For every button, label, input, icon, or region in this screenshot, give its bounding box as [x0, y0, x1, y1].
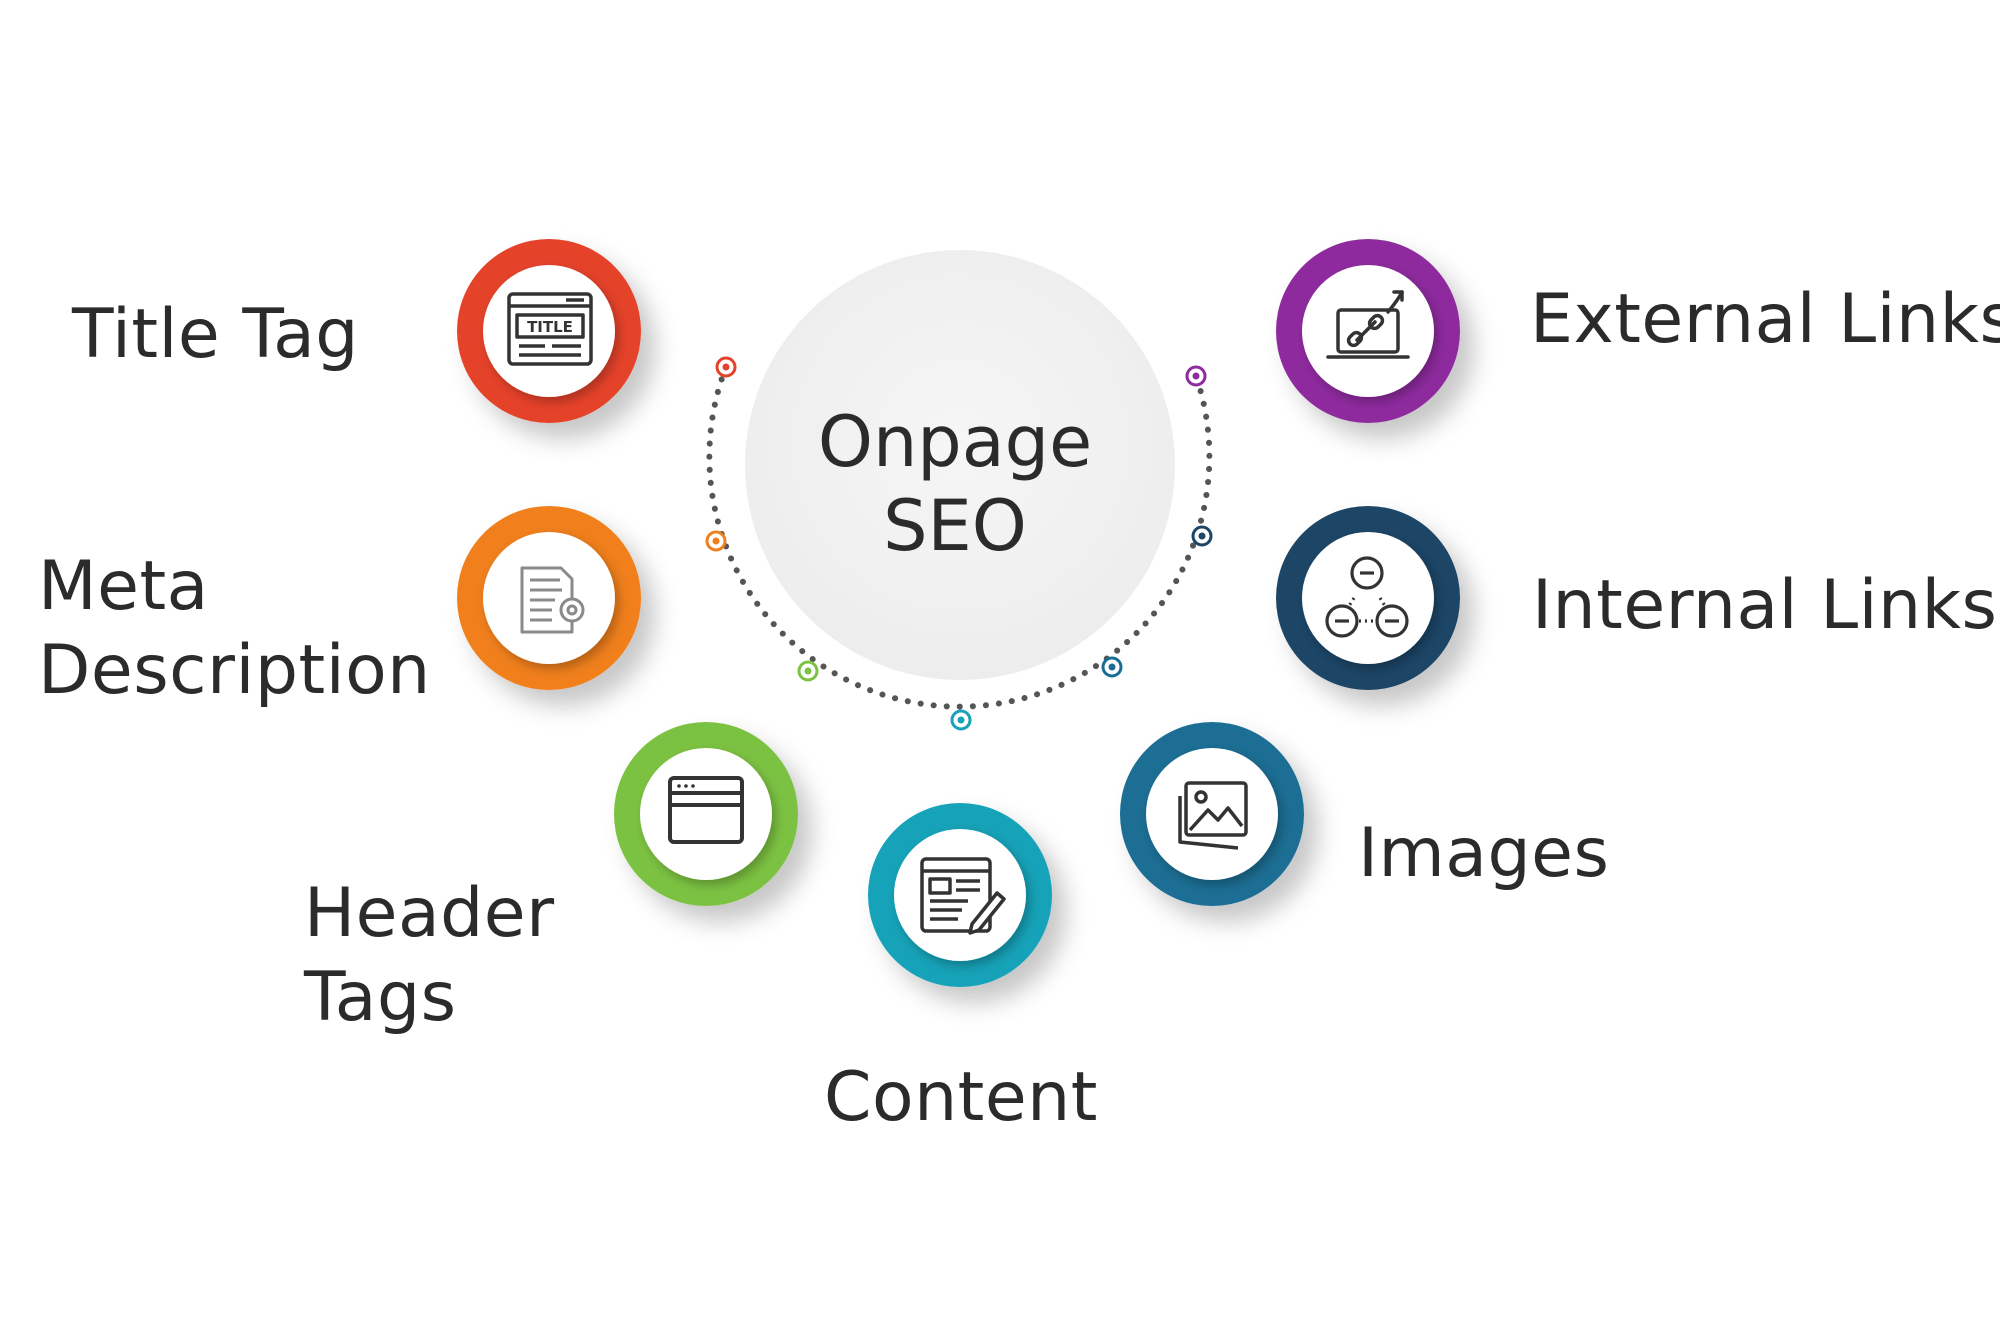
title-tag-icon: TITLE — [507, 292, 593, 366]
center-title-line2: SEO — [883, 485, 1027, 567]
title-tag-icon-text: TITLE — [527, 318, 573, 336]
marker-content — [950, 709, 972, 731]
images-icon — [1178, 781, 1248, 850]
marker-images — [1101, 656, 1123, 678]
label-images-text: Images — [1358, 814, 1610, 893]
label-external-links-text: External Links — [1530, 280, 2000, 359]
node-internal-links — [1276, 506, 1460, 690]
node-external-links — [1276, 239, 1460, 423]
marker-internal-links — [1191, 525, 1213, 547]
link-network-icon — [1325, 556, 1409, 638]
article-edit-icon — [920, 857, 1006, 935]
node-meta-description — [457, 506, 641, 690]
marker-title-tag — [715, 356, 737, 378]
marker-meta-description — [705, 530, 727, 552]
label-header-tags-line2: Tags — [304, 958, 457, 1037]
document-settings-icon — [520, 566, 585, 634]
browser-window-icon — [668, 776, 744, 844]
node-header-tags — [614, 722, 798, 906]
label-title-tag: Title Tag — [72, 293, 359, 377]
label-header-tags-line1: Header — [304, 874, 555, 953]
label-external-links: External Links — [1530, 278, 2000, 362]
node-content — [868, 803, 1052, 987]
marker-external-links — [1185, 365, 1207, 387]
center-title: Onpage SEO — [745, 400, 1165, 568]
label-meta-description-line1: Meta — [38, 547, 209, 626]
center-title-line1: Onpage — [817, 401, 1093, 483]
label-content-text: Content — [824, 1058, 1098, 1137]
label-meta-description-line2: Description — [38, 631, 431, 710]
label-meta-description: Meta Description — [38, 545, 431, 713]
label-title-tag-text: Title Tag — [72, 295, 359, 374]
label-internal-links: Internal Links — [1532, 564, 1997, 648]
node-images — [1120, 722, 1304, 906]
label-internal-links-text: Internal Links — [1532, 566, 1998, 645]
laptop-link-icon — [1326, 290, 1410, 359]
arc-markers — [705, 356, 1213, 731]
marker-header-tags — [797, 660, 819, 682]
label-header-tags: Header Tags — [304, 872, 555, 1040]
center-circle — [745, 250, 1175, 680]
label-content: Content — [824, 1056, 1098, 1140]
node-title-tag: TITLE — [457, 239, 641, 423]
label-images: Images — [1358, 812, 1609, 896]
